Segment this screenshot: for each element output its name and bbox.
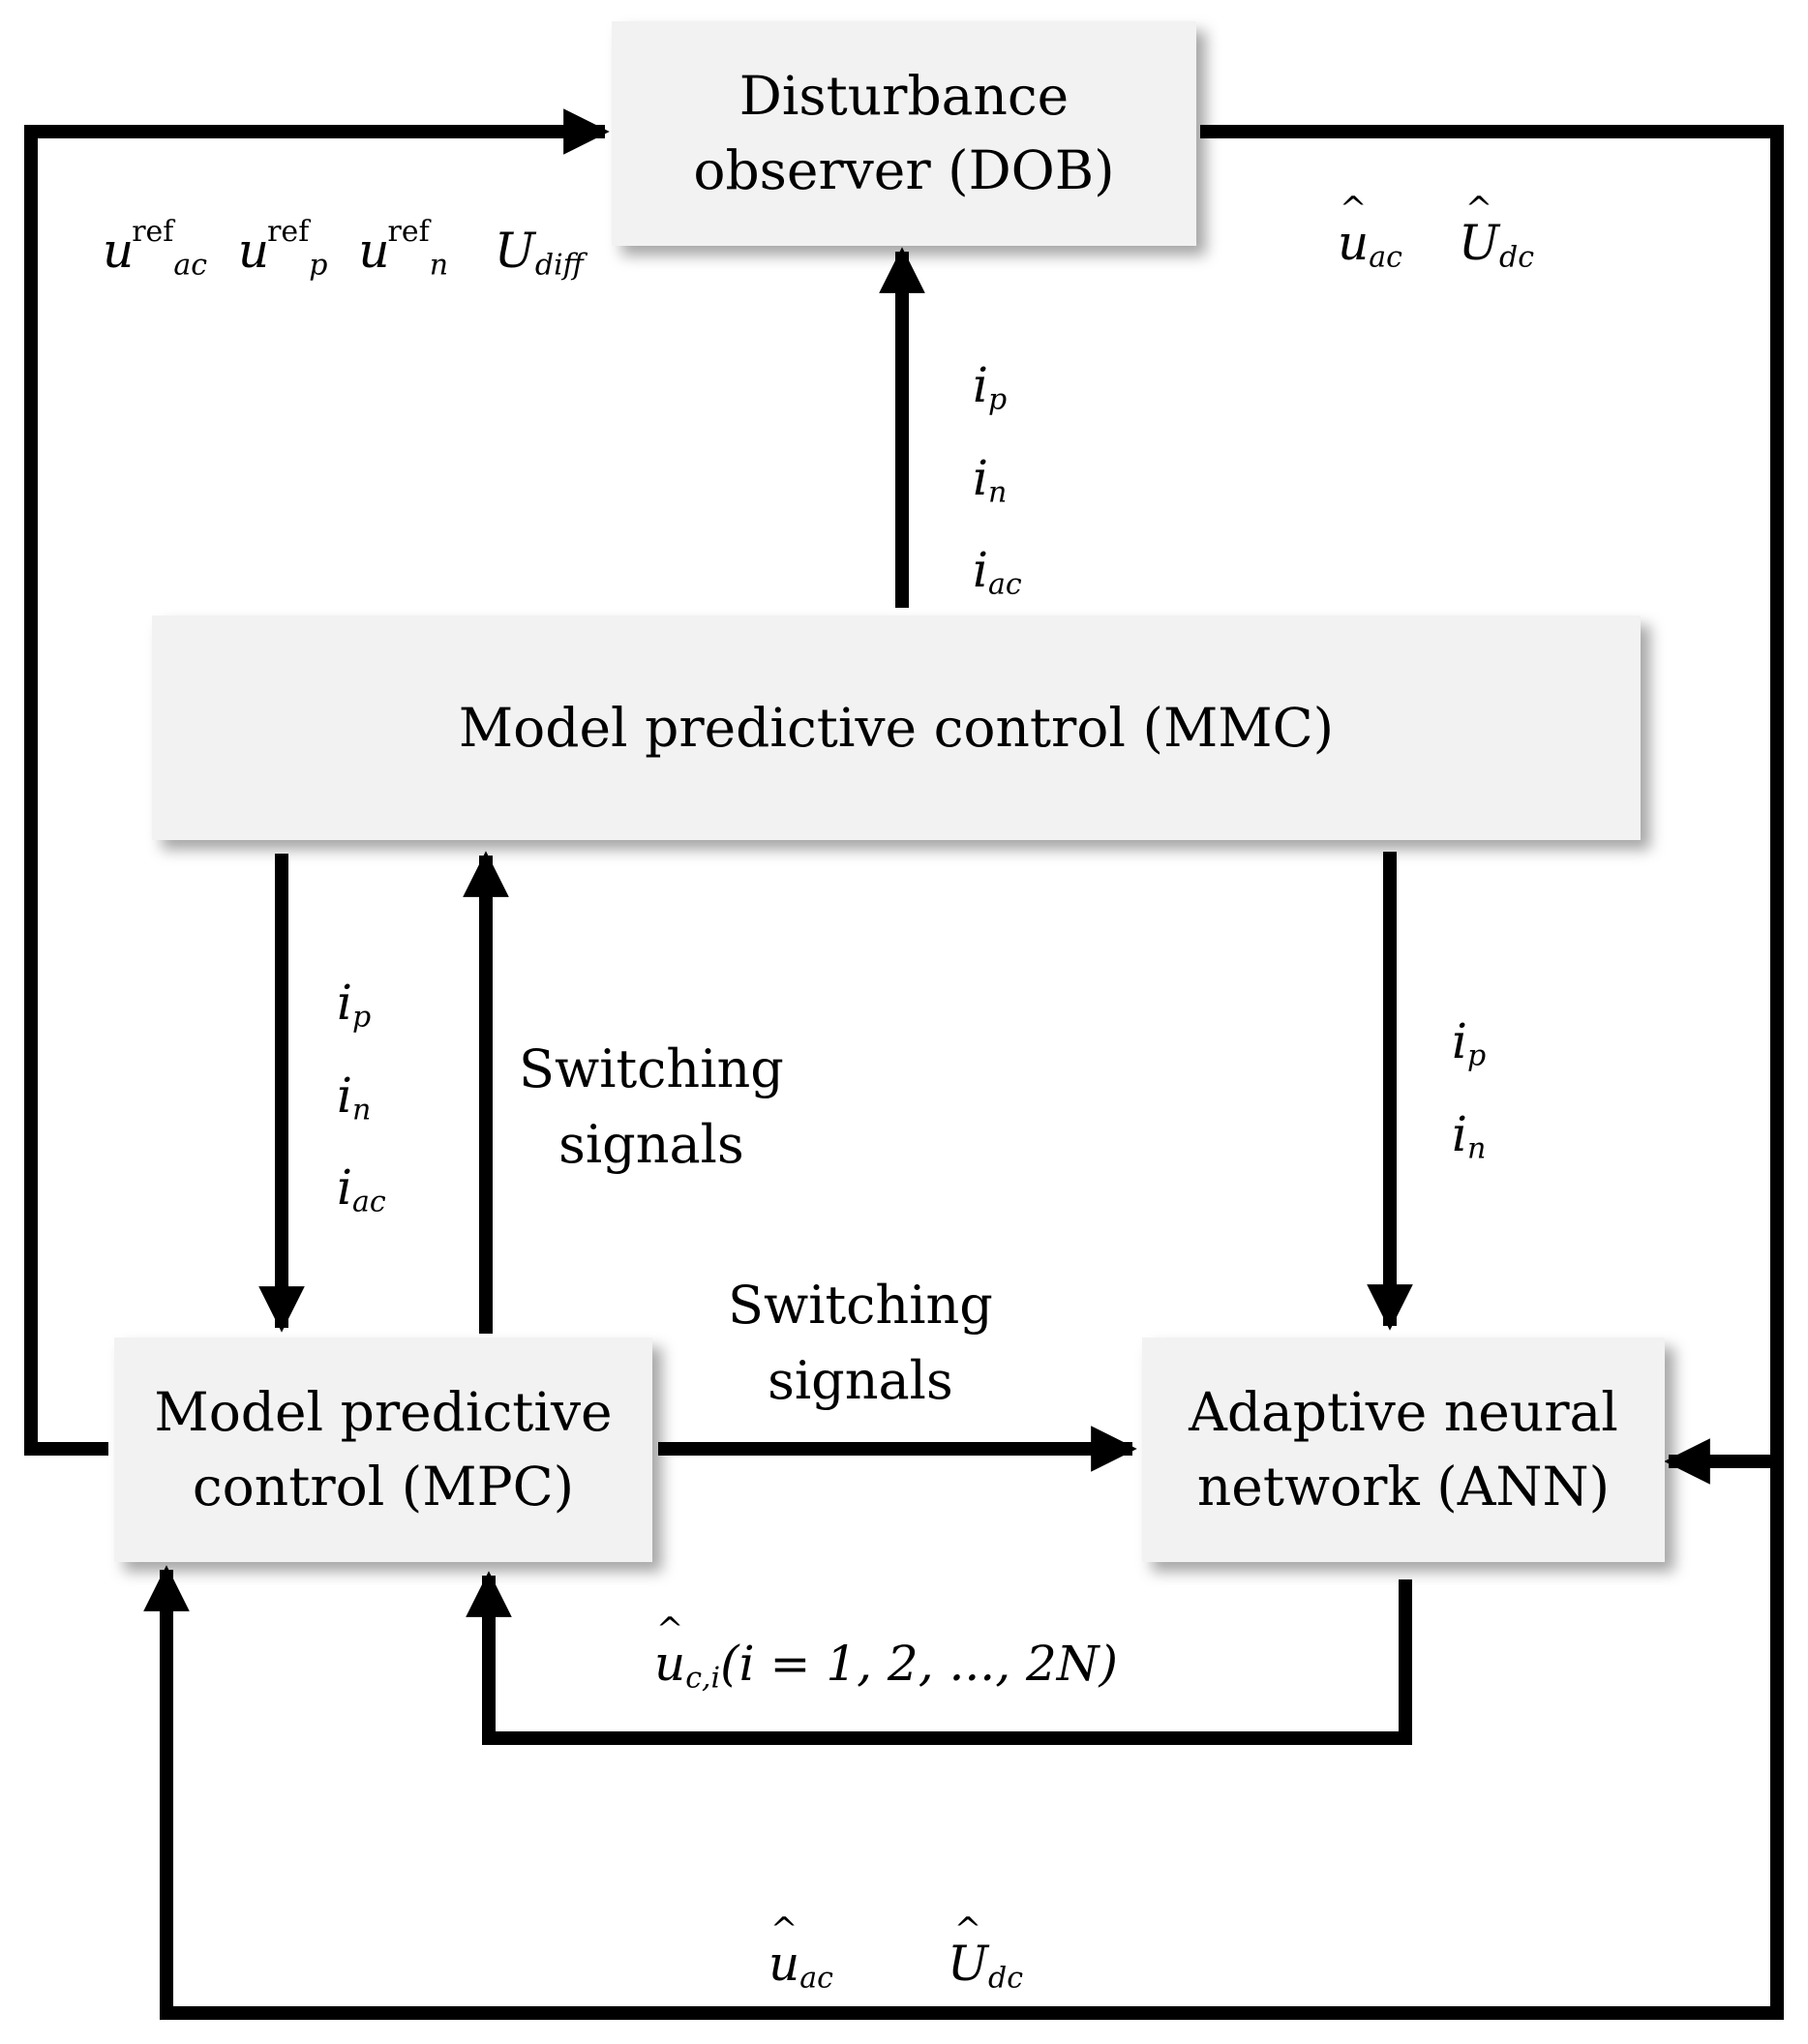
mmc-to-mpc-currents: ip in iac bbox=[337, 975, 386, 1219]
mmc-to-dob-currents: ip in iac bbox=[973, 357, 1022, 602]
dob-block: Disturbance observer (DOB) bbox=[612, 21, 1196, 246]
dob-estimates-label: uacUdc bbox=[1338, 215, 1534, 275]
switching-vertical-line2: signals bbox=[558, 1114, 744, 1176]
mpc-block: Model predictive control (MPC) bbox=[114, 1338, 652, 1562]
mmc-to-ann-currents: ip in bbox=[1452, 1013, 1487, 1165]
feedback-estimates-label: uacUdc bbox=[768, 1936, 1023, 1996]
arrow-ann-to-mpc bbox=[466, 1571, 1412, 1745]
switching-signals-horizontal: Switching signals bbox=[728, 1268, 993, 1420]
mpc-label-line1: Model predictive bbox=[154, 1381, 613, 1443]
ann-output-label: uc,i(i = 1, 2, ..., 2N) bbox=[654, 1636, 1118, 1696]
reference-signals-label: urefac urefp urefn Udiff bbox=[103, 215, 584, 283]
mmc-label: Model predictive control (MMC) bbox=[458, 696, 1335, 759]
arrow-mpc-to-dob bbox=[24, 108, 610, 1456]
ann-label-line2: network (ANN) bbox=[1196, 1456, 1611, 1518]
dob-label-line1: Disturbance bbox=[738, 65, 1070, 127]
ann-label-line1: Adaptive neural bbox=[1189, 1381, 1618, 1443]
switching-signals-vertical: Switching signals bbox=[519, 1032, 784, 1184]
dob-label-line2: observer (DOB) bbox=[693, 139, 1115, 201]
mpc-label-line2: control (MPC) bbox=[192, 1456, 575, 1518]
ann-block: Adaptive neural network (ANN) bbox=[1142, 1338, 1665, 1562]
switching-horizontal-line1: Switching bbox=[728, 1275, 993, 1336]
switching-vertical-line1: Switching bbox=[519, 1038, 784, 1099]
arrow-loop-to-mpc bbox=[143, 1452, 1784, 2020]
mmc-block: Model predictive control (MMC) bbox=[152, 616, 1641, 840]
switching-horizontal-line2: signals bbox=[768, 1350, 953, 1412]
arrow-dob-to-ann bbox=[1200, 125, 1784, 1485]
